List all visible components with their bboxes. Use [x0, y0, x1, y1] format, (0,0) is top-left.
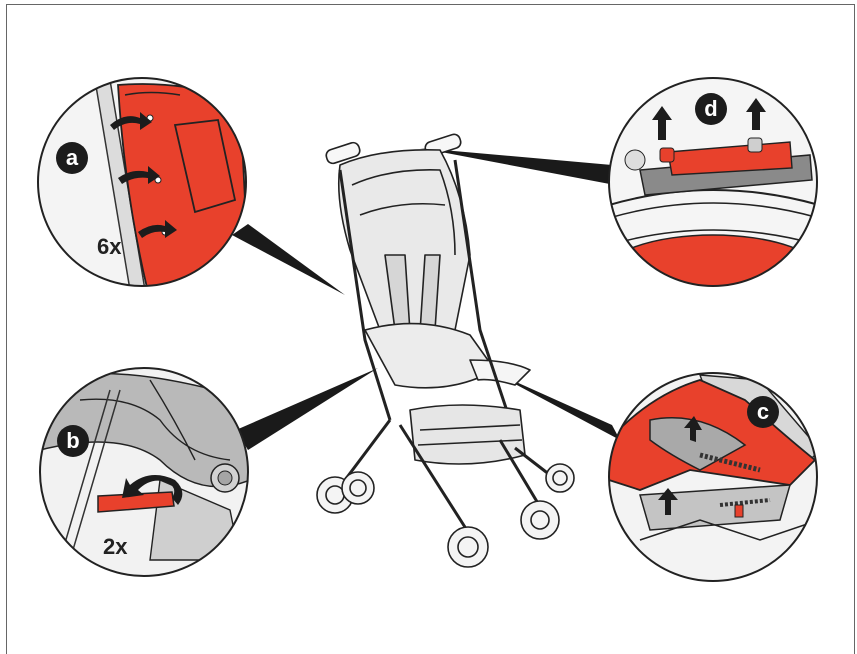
detail-circle-c: c: [609, 373, 820, 583]
stroller-illustration: [317, 133, 574, 567]
detail-circle-d: d: [603, 78, 823, 315]
step-letter-a: a: [66, 145, 79, 170]
count-label-a: 6x: [97, 234, 122, 259]
callout-wedge-b: [236, 368, 378, 450]
count-label-b: 2x: [103, 534, 128, 559]
seat-fabric-d: [603, 235, 823, 315]
callout-wedge-a: [232, 224, 345, 295]
step-letter-b: b: [66, 428, 79, 453]
detail-circle-a: a 6x: [38, 78, 250, 300]
step-letter-d: d: [704, 96, 717, 121]
step-letter-c: c: [757, 399, 769, 424]
detail-circle-b: b 2x: [40, 368, 250, 578]
